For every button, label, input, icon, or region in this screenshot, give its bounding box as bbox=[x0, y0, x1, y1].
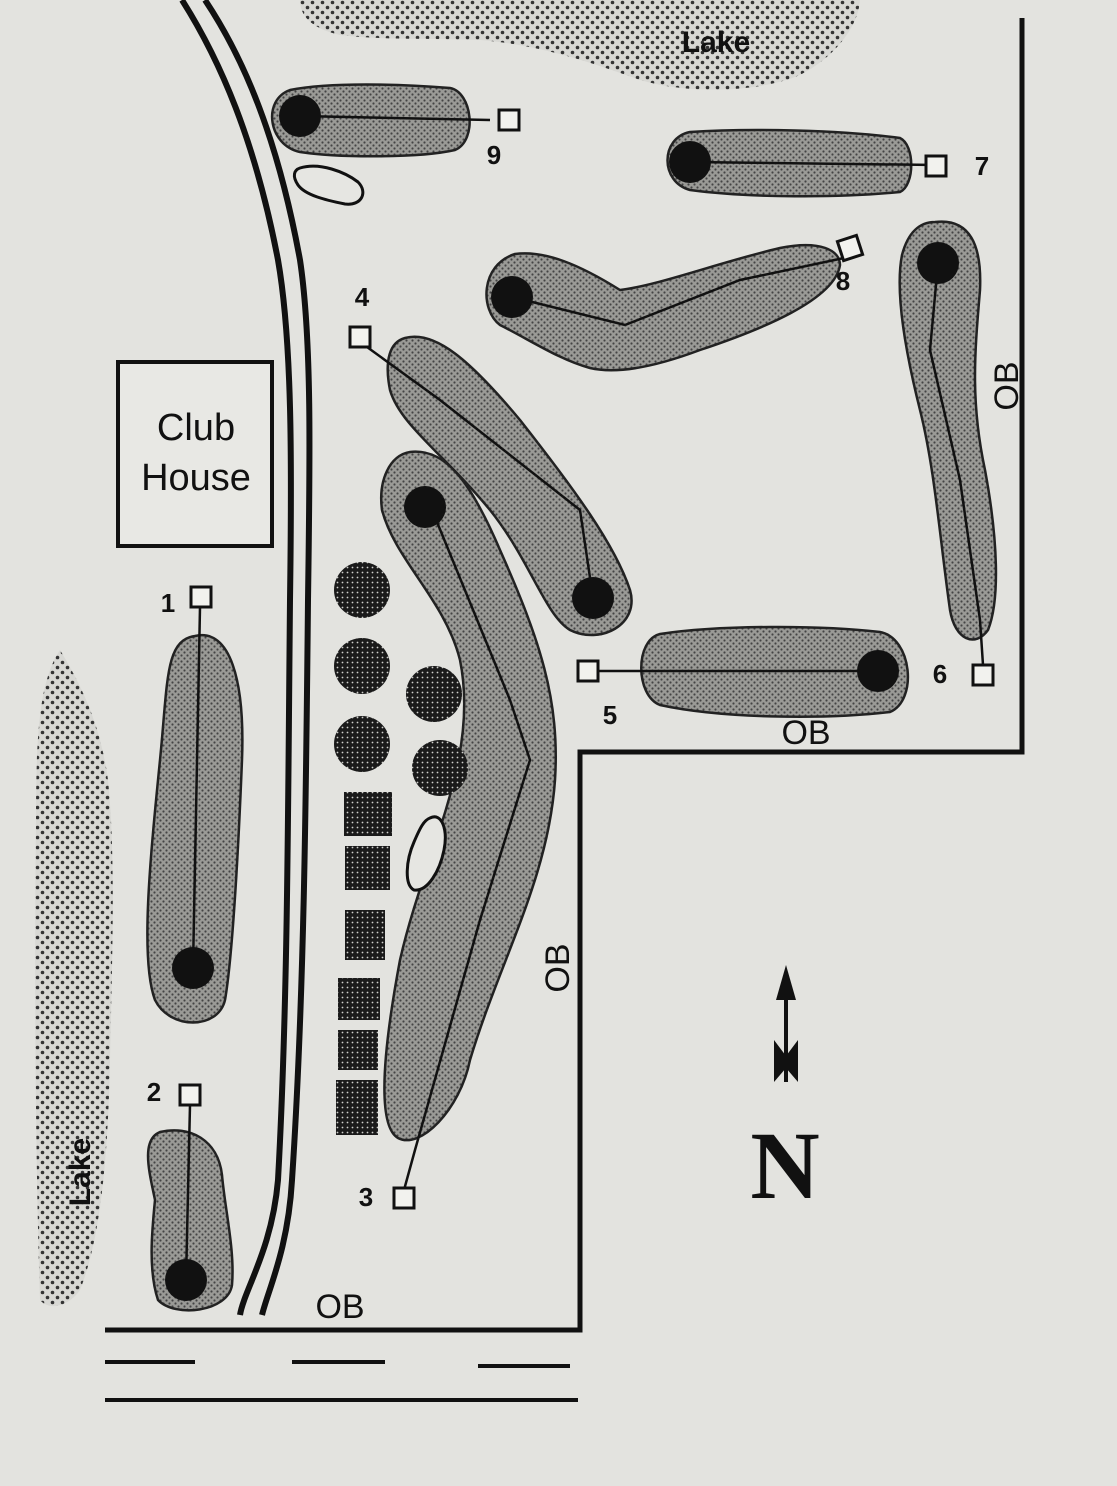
north-arrow-icon bbox=[774, 965, 798, 1082]
lake-label-north: Lake bbox=[682, 26, 750, 59]
ob-label-right-lower: OB bbox=[539, 943, 577, 992]
hole-number-9: 9 bbox=[487, 140, 501, 170]
tree-3 bbox=[334, 716, 390, 772]
tree-cluster-2 bbox=[345, 846, 390, 890]
pin-hole-7 bbox=[669, 141, 711, 183]
fairway-hole-8 bbox=[485, 243, 842, 372]
tree-cluster-6 bbox=[336, 1080, 378, 1135]
ob-boundary bbox=[105, 18, 1025, 1333]
tree-1 bbox=[334, 562, 390, 618]
pin-hole-2 bbox=[165, 1259, 207, 1301]
hole-number-7: 7 bbox=[975, 151, 989, 181]
tree-cluster-5 bbox=[338, 1030, 378, 1070]
ob-label-right: OB bbox=[988, 361, 1026, 410]
fairway-hole-4 bbox=[386, 335, 633, 637]
tree-cluster-4 bbox=[338, 978, 380, 1020]
pin-hole-1 bbox=[172, 947, 214, 989]
pond-center bbox=[405, 815, 447, 892]
tee-hole-9 bbox=[497, 108, 521, 132]
club-house-label-line2: House bbox=[141, 457, 251, 499]
hole-number-8: 8 bbox=[836, 266, 850, 296]
pin-hole-5 bbox=[857, 650, 899, 692]
tee-hole-8 bbox=[835, 233, 865, 263]
play-lines bbox=[184, 114, 985, 1281]
tree-4 bbox=[406, 666, 462, 722]
lake-label-west: Lake bbox=[64, 1138, 97, 1206]
club-house-label-line1: Club bbox=[157, 407, 235, 449]
ob-label-center: OB bbox=[781, 714, 830, 752]
pin-hole-8 bbox=[491, 276, 533, 318]
tee-hole-3 bbox=[392, 1186, 416, 1210]
fairway-hole-2 bbox=[146, 1129, 234, 1312]
hole-number-4: 4 bbox=[355, 282, 370, 312]
hole-number-6: 6 bbox=[933, 659, 947, 689]
tee-hole-7 bbox=[924, 154, 948, 178]
trees bbox=[334, 562, 468, 1135]
tree-cluster-3 bbox=[345, 910, 385, 960]
tee-hole-5 bbox=[576, 659, 600, 683]
pins bbox=[165, 95, 959, 1301]
hole-number-5: 5 bbox=[603, 700, 617, 730]
ob-label-bottom: OB bbox=[315, 1288, 364, 1326]
tees bbox=[178, 108, 995, 1210]
pin-hole-4 bbox=[572, 577, 614, 619]
tee-hole-1 bbox=[189, 585, 213, 609]
north-label: N bbox=[750, 1112, 819, 1219]
pin-hole-9 bbox=[279, 95, 321, 137]
fairways bbox=[146, 83, 998, 1312]
pin-hole-6 bbox=[917, 242, 959, 284]
pond-north bbox=[292, 164, 365, 206]
hole-number-1: 1 bbox=[161, 588, 175, 618]
tree-5 bbox=[412, 740, 468, 796]
hole-number-3: 3 bbox=[359, 1182, 373, 1212]
lake-west bbox=[35, 650, 113, 1307]
hole-number-2: 2 bbox=[147, 1077, 161, 1107]
fairway-hole-3 bbox=[379, 450, 557, 1142]
tee-hole-4 bbox=[348, 325, 372, 349]
road-edge-east bbox=[202, 0, 313, 1316]
tee-hole-2 bbox=[178, 1083, 202, 1107]
tree-2 bbox=[334, 638, 390, 694]
lake-north bbox=[300, 0, 860, 90]
tree-cluster-1 bbox=[344, 792, 392, 836]
club-house bbox=[116, 360, 274, 548]
fairway-hole-9 bbox=[270, 83, 471, 158]
tee-hole-6 bbox=[971, 663, 995, 687]
road-edge-west bbox=[179, 0, 294, 1316]
pin-hole-3 bbox=[404, 486, 446, 528]
